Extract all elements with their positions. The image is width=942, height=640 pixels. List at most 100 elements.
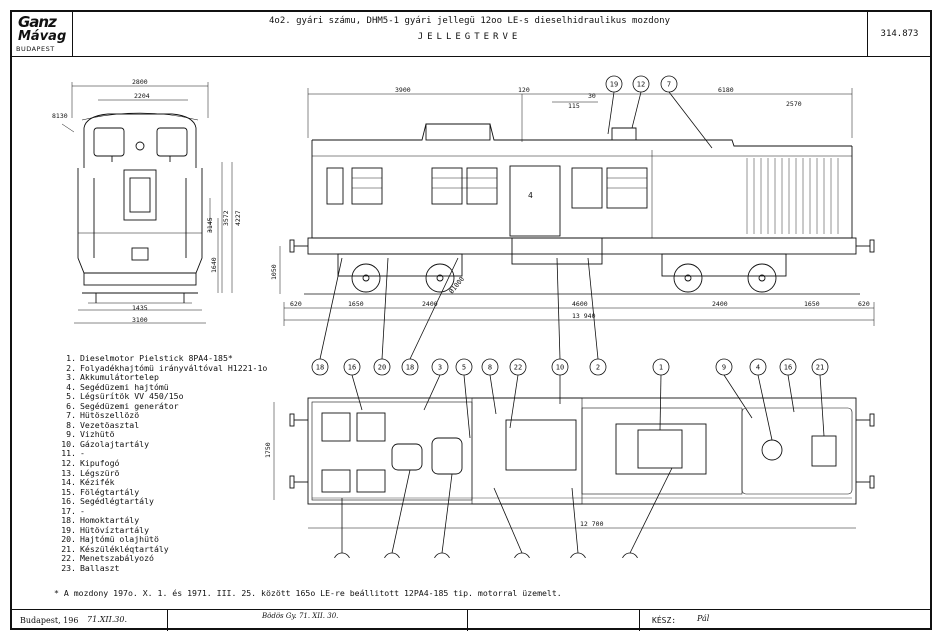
legend-number: 23.: [61, 563, 76, 574]
legend-text: Hütöszellözö: [80, 410, 140, 421]
callout-22: 22: [514, 364, 522, 372]
legend-text: Folyadékhajtómü irányváltóval H1221-1o: [80, 362, 268, 373]
dim-side-620-right: 620: [858, 300, 870, 308]
legend-text: Segédüzemi generátor: [80, 400, 179, 411]
callout-10: 10: [556, 364, 564, 372]
logo-line-budapest: BUDAPEST: [16, 45, 55, 53]
callout-12: 12: [637, 81, 645, 89]
callout-18-b: 18: [406, 364, 414, 372]
callout-3: 3: [438, 364, 442, 372]
legend-item: 13.Légszürö: [60, 467, 267, 479]
legend-number: 12.: [61, 458, 76, 469]
plan-view: [273, 397, 875, 529]
legend-text: Vezetöasztal: [80, 419, 140, 430]
legend-item: 17.-: [60, 505, 267, 517]
legend-text: Vizhütö: [80, 429, 115, 440]
legend-text: Légsürítök VV 450/15o: [80, 391, 184, 402]
legend-item: 23.Ballaszt: [60, 563, 267, 574]
legend-number: 3.: [66, 372, 76, 383]
callout-13: 13: [626, 558, 634, 559]
dim-plan-length: 12 700: [580, 520, 604, 528]
dim-side-1050: 1050: [270, 264, 278, 280]
legend-item: 15.Fölégtartály: [60, 486, 267, 498]
legend-item: 10. Gázolajtartály: [60, 438, 267, 450]
legend-item: 14.Kézifék: [60, 477, 267, 488]
legend-item: 8.Vezetöasztal: [60, 419, 267, 431]
dim-wheel-diameter: Ø1000: [447, 275, 466, 295]
callout-14: 14: [518, 558, 526, 559]
legend-number: 11.: [61, 448, 76, 459]
legend-number: 20.: [61, 534, 76, 545]
callout-8-a: 8: [488, 364, 492, 372]
footer-date: 71.XII.30.: [87, 615, 128, 624]
callout-2: 2: [596, 364, 600, 372]
legend-item: 22. Menetszabályozó: [60, 554, 267, 564]
legend-text: -: [80, 448, 85, 459]
legend-text: Hütövíztartály: [80, 524, 150, 535]
legend-number: 13.: [61, 467, 76, 478]
dim-side-1650-right: 1650: [804, 300, 820, 308]
callout-16-b: 16: [784, 364, 792, 372]
dim-side-4600: 4600: [572, 300, 588, 308]
title-block: Ganz Mávag BUDAPEST 4o2. gyári számu, DH…: [12, 12, 930, 57]
callout-9: 9: [722, 364, 726, 372]
legend-item: 2. Folyadékhajtómü irányváltóval H1221-1o: [60, 362, 268, 374]
legend-item: 12. Kipufogó: [60, 458, 267, 469]
legend-text: Menetszabályozó: [80, 553, 154, 564]
legend-number: 17.: [61, 505, 76, 516]
callout-20: 20: [378, 364, 386, 372]
legend-item: 21.Készülékléqtartály: [60, 544, 267, 555]
dim-side-2400-left: 2400: [422, 300, 438, 308]
legend-text: Dieselmotor Pielstick 8PA4-185*: [80, 353, 233, 363]
legend-number: 4.: [66, 381, 76, 392]
legend-number: 18.: [61, 515, 76, 526]
legend-number: 15.: [61, 486, 76, 497]
callouts: [311, 75, 829, 558]
callout-18-a: 18: [316, 364, 324, 372]
footer-kt-signature: Pál: [697, 614, 710, 623]
callout-21: 21: [816, 364, 824, 372]
dim-front-inner: 2204: [134, 92, 150, 100]
legend-text: Homoktartály: [80, 515, 140, 526]
parts-legend: 1.Dieselmotor Pielstick 8PA4-185*2.Folya…: [60, 353, 268, 574]
dim-side-30: 30: [588, 92, 596, 100]
dim-side-1650-left: 1650: [348, 300, 364, 308]
dim-front-h1: 3572: [222, 210, 230, 226]
legend-number: 19.: [61, 524, 76, 535]
callout-19: 19: [610, 81, 618, 89]
dim-front-kb: 8130: [52, 112, 68, 120]
dim-side-total: 13 940: [572, 312, 596, 320]
callout-7: 7: [667, 81, 671, 89]
legend-text: Hajtómü olajhütö: [80, 534, 159, 545]
legend-number: 2.: [66, 362, 76, 373]
callout-5: 5: [462, 364, 466, 372]
callout-16-a: 16: [348, 364, 356, 372]
dim-front-h2: 4227: [234, 210, 242, 226]
dim-side-115: 115: [568, 102, 580, 110]
dim-side-620-left: 620: [290, 300, 302, 308]
dim-front-base: 1435: [132, 304, 148, 312]
drawing-sheet: Ganz Mávag BUDAPEST 4o2. gyári számu, DH…: [10, 10, 932, 631]
callout-1: 1: [659, 364, 663, 372]
legend-number: 22.: [61, 553, 76, 564]
legend-text: Kézifék: [80, 477, 115, 488]
legend-text: Gázolajtartály: [80, 438, 150, 449]
legend-item: 20. Hajtómü olajhütö: [60, 535, 267, 545]
locomotive-drawing: 2800 2204 8130 3145 3572 4227 1640 1435 …: [52, 75, 875, 559]
front-view: [61, 82, 233, 324]
legend-item: 6.Segédüzemi generátor: [60, 400, 267, 412]
callout-23: 23: [338, 558, 346, 559]
legend-number: 16.: [61, 496, 76, 507]
dim-front-cab: 3145: [206, 217, 214, 233]
callout-8-b: 8: [576, 558, 580, 559]
callout-4: 4: [756, 364, 760, 372]
legend-number: 7.: [66, 410, 76, 421]
legend-item: 7. Hütöszellözö: [60, 411, 267, 421]
drawing-title: 4o2. gyári számu, DHM5-1 gyári jellegü 1…: [269, 16, 670, 26]
legend-item: 11.-: [60, 449, 267, 459]
legend-text: Kipufogó: [80, 458, 120, 469]
company-logo: Ganz Mávag BUDAPEST: [12, 12, 73, 56]
legend-number: 10.: [61, 438, 76, 449]
dim-side-6180: 6180: [718, 86, 734, 94]
legend-item: 16.Segédlégtartály: [60, 496, 267, 507]
